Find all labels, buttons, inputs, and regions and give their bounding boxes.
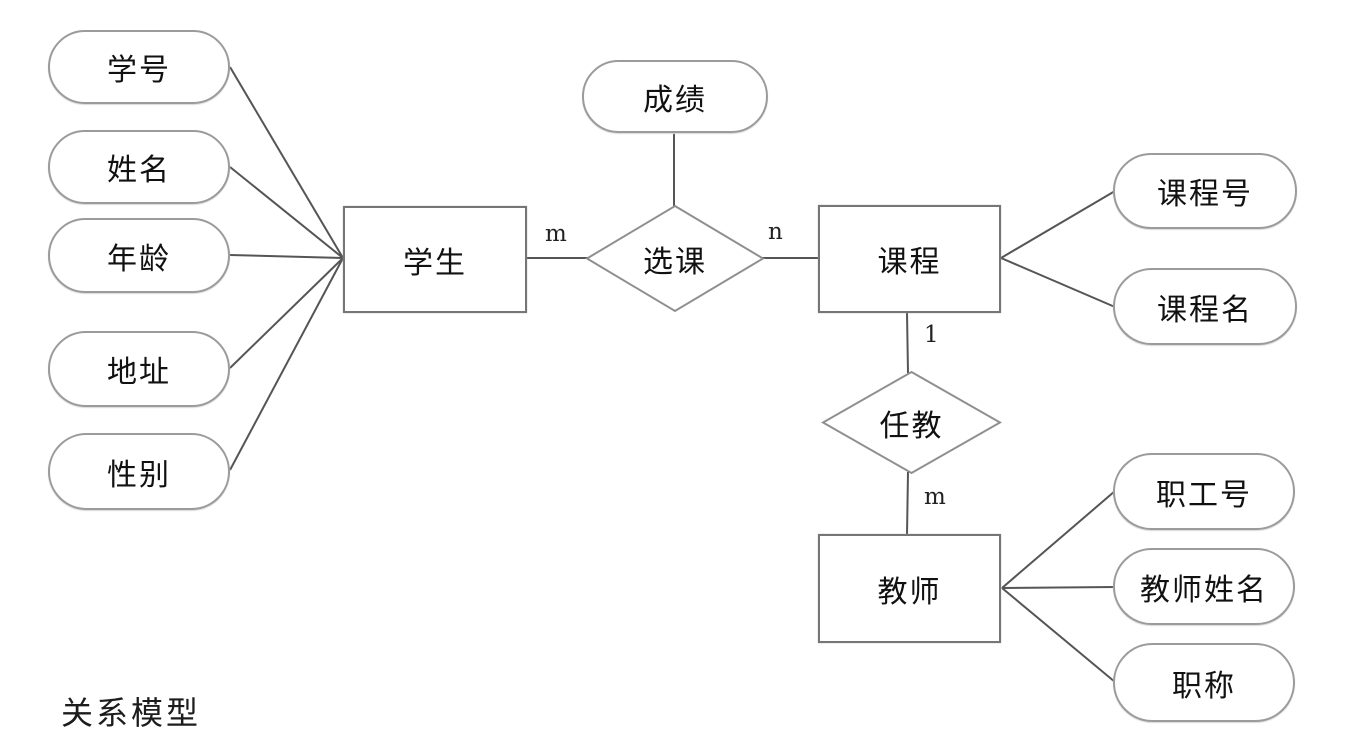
edge-course-teach	[906, 312, 909, 374]
edge-student-age	[229, 254, 344, 259]
entity-label: 学生	[403, 245, 467, 281]
attribute-label: 职称	[1172, 668, 1236, 704]
relationship-enroll: 选课	[585, 204, 765, 313]
attribute-grade: 成绩	[582, 60, 768, 133]
attribute-course-name: 课程名	[1113, 268, 1297, 345]
attribute-label: 学号	[107, 53, 171, 88]
attribute-label: 课程名	[1157, 292, 1253, 328]
attribute-student-age: 年龄	[48, 218, 230, 293]
entity-teacher: 教师	[818, 534, 1001, 643]
entity-course: 课程	[818, 205, 1001, 313]
edge-teacher-title	[1001, 587, 1116, 683]
cardinality-enroll-course: n	[768, 219, 783, 245]
diagram-caption: 关系模型	[61, 694, 202, 732]
diamond-outline	[821, 370, 1002, 475]
edge-student-number	[229, 66, 344, 259]
edge-teacher-employee-number	[1001, 490, 1116, 589]
attribute-course-number: 课程号	[1113, 153, 1297, 229]
relationship-label: 任教	[879, 408, 944, 444]
attribute-label: 教师姓名	[1140, 572, 1268, 608]
relationship-teach: 任教	[821, 370, 1002, 475]
attribute-label: 地址	[107, 355, 171, 390]
attribute-teacher-title: 职称	[1113, 643, 1295, 722]
edge-teach-teacher	[906, 471, 909, 536]
diamond-shape	[821, 370, 1002, 475]
edge-student-gender	[229, 257, 344, 471]
cardinality-course-teach: 1	[924, 322, 939, 348]
diamond-outline	[585, 204, 765, 313]
attribute-student-address: 地址	[48, 331, 230, 407]
entity-label: 教师	[877, 574, 942, 610]
relationship-label: 选课	[643, 244, 707, 280]
edge-student-name	[229, 166, 344, 259]
entity-student: 学生	[343, 206, 527, 313]
attribute-student-gender: 性别	[48, 433, 230, 510]
edge-teacher-name	[1001, 586, 1116, 589]
attribute-student-name: 姓名	[48, 130, 230, 204]
attribute-teacher-employee-number: 职工号	[1113, 453, 1295, 530]
attribute-student-number: 学号	[48, 30, 230, 104]
attribute-label: 成绩	[643, 82, 707, 118]
diamond-shape	[585, 204, 765, 313]
attribute-teacher-name: 教师姓名	[1113, 548, 1295, 625]
entity-label: 课程	[877, 245, 942, 280]
attribute-label: 课程号	[1157, 177, 1253, 212]
attribute-label: 年龄	[107, 241, 171, 277]
edge-course-number	[1000, 190, 1116, 259]
cardinality-student-enroll: m	[545, 221, 567, 247]
attribute-label: 职工号	[1156, 477, 1252, 513]
attribute-label: 性别	[107, 457, 171, 493]
attribute-label: 姓名	[107, 153, 171, 188]
cardinality-teach-teacher: m	[924, 484, 946, 510]
edge-student-address	[229, 257, 344, 369]
edge-course-name	[1000, 257, 1116, 308]
